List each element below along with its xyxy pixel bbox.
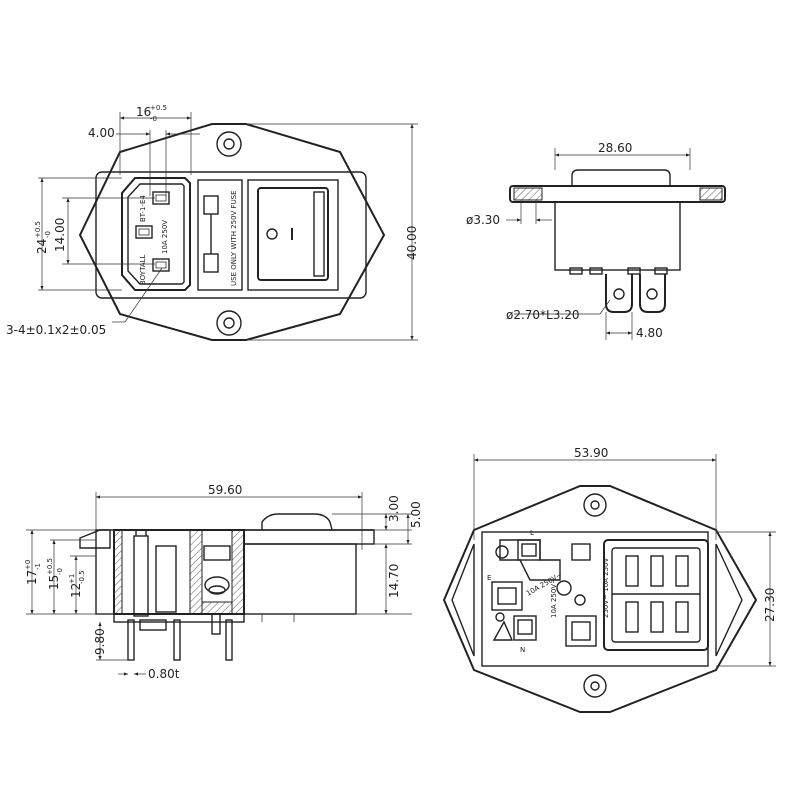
- dim-terminal-hole: ø2.70*L3.20: [506, 308, 579, 322]
- tol-lower: -0: [44, 231, 52, 238]
- dim-offset: 4.00: [88, 126, 115, 140]
- rocker-switch-bezel: [247, 179, 339, 291]
- iec-inlet-outline: [121, 177, 191, 291]
- mounting-hole-top: [216, 131, 242, 157]
- rear-hole-top: [583, 493, 607, 517]
- tol-upper: +0.5: [150, 104, 167, 112]
- label-L: L: [530, 529, 534, 537]
- terminal-L: [517, 539, 541, 561]
- terminal-pin-3: [225, 619, 233, 661]
- tol-lower: -0: [150, 115, 157, 123]
- terminal-N: [513, 615, 537, 641]
- rear-view: 53.90 L E N 10A 250V~ 10A 250V~ 250V~ 10…: [442, 446, 777, 713]
- pin-slot-top: [152, 191, 170, 205]
- rear-flange: [442, 485, 758, 713]
- switch-off-symbol: [266, 228, 278, 240]
- dim-height-rear: 27.30: [763, 588, 777, 622]
- marking-rating-3: 250V~ 10A 250V: [602, 557, 610, 618]
- dim-pitch: 16: [136, 105, 151, 119]
- bottom-side-view: 59.60 17 +0: [24, 483, 423, 681]
- tol-lower: -0.5: [78, 570, 86, 584]
- tol-upper: +0.5: [46, 558, 54, 575]
- fuse-terminal: [565, 615, 597, 647]
- dim-width-side: 28.60: [598, 141, 632, 155]
- tol-upper: +1: [68, 574, 76, 584]
- switch-bezel-side: [243, 529, 375, 545]
- fuse-holder: [197, 179, 243, 291]
- fuse-text: USE ONLY WITH 250V FUSE: [230, 190, 238, 286]
- terminal-E: [491, 581, 523, 611]
- dim-pin-span: 14.00: [53, 218, 67, 252]
- pin-slot-middle: [135, 225, 153, 239]
- label-N: N: [520, 646, 525, 654]
- top-side-view: 28.60 ø3.30 ø2.70*L3.20 4.80: [466, 141, 726, 340]
- tol-lower: -0: [56, 568, 64, 575]
- dim-pin-len: 9.80: [93, 628, 107, 655]
- front-flange-outline: [78, 123, 386, 341]
- tol-upper: +0.5: [34, 221, 42, 238]
- dim-length: 59.60: [208, 483, 242, 497]
- dim-width-rear: 53.90: [574, 446, 608, 460]
- marking-model: BT-1-E4: [139, 195, 147, 222]
- dim-terminal-pitch: 4.80: [636, 326, 663, 340]
- dim-b: 15: [47, 575, 61, 590]
- switch-contacts: [625, 555, 689, 633]
- dim-hole: ø3.30: [466, 213, 500, 227]
- terminal-pin-1: [127, 619, 135, 661]
- side-body: [554, 201, 681, 271]
- dim-thickness: 0.80t: [148, 667, 180, 681]
- rocker-top: [261, 513, 333, 531]
- front-view: BOYTALL BT-1-E4 10A 250V USE ONLY WITH 2…: [6, 104, 419, 341]
- terminal-pin-2: [173, 619, 181, 661]
- rear-hole-bottom: [583, 674, 607, 698]
- switch-terminal-block: [603, 539, 709, 651]
- terminal-left: [605, 274, 633, 313]
- dim-c: 12: [69, 583, 83, 598]
- dim-rocker-h: 3.00: [387, 495, 401, 522]
- marking-brand: BOYTALL: [139, 254, 147, 285]
- marking-rating-2: 10A 250V~: [550, 578, 558, 618]
- label-E: E: [487, 574, 491, 582]
- dim-pin-size: 3-4±0.1x2±0.05: [6, 323, 106, 337]
- front-body: [95, 171, 367, 299]
- dim-height-inner: 24: [35, 239, 49, 254]
- rocker-switch: [257, 187, 329, 281]
- dim-a: 17: [25, 570, 39, 585]
- mounting-hole-bottom: [216, 310, 242, 336]
- tol-upper: +0: [24, 560, 32, 570]
- tol-lower: -1: [34, 563, 42, 570]
- marking-rating: 10A 250V: [161, 220, 169, 254]
- dim-body-h: 14.70: [387, 564, 401, 598]
- dim-rocker-total: 5.00: [409, 501, 423, 528]
- terminal-right: [639, 274, 666, 313]
- dim-total-height: 40.00: [405, 226, 419, 260]
